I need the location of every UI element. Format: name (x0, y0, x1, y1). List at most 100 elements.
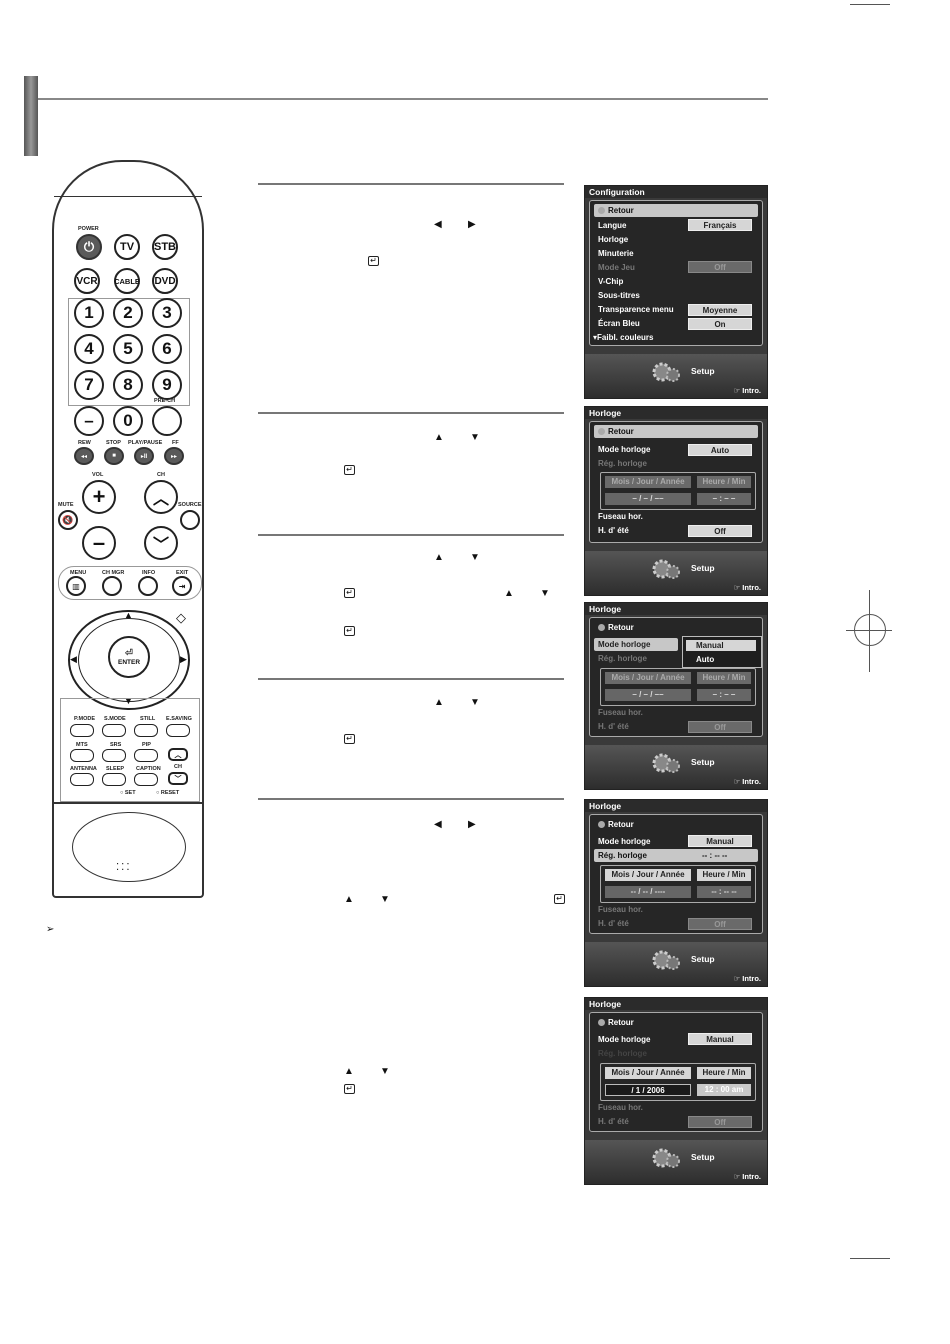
menu-button[interactable]: ▥ (66, 576, 86, 596)
menu-panel: Retour Langue Français Horloge Minuterie… (589, 200, 763, 346)
menu-item-fuseau: Fuseau hor. (598, 1103, 643, 1112)
nav-left-icon[interactable]: ◀ (70, 654, 77, 664)
menu-item-heure-ete: H. d' été (598, 1117, 629, 1126)
mts-button[interactable] (70, 749, 94, 762)
gear-icon (652, 362, 680, 382)
stop-button[interactable]: ■ (104, 447, 124, 465)
rew-button[interactable]: ◂◂ (74, 447, 94, 465)
menu-item-retour[interactable]: Retour (598, 206, 634, 215)
menu-item-fuseau[interactable]: Fuseau hor. (598, 512, 643, 521)
tv-button[interactable]: TV (114, 234, 140, 260)
volume-up-button[interactable]: + (82, 480, 116, 514)
nav-up-icon[interactable]: ▲ (124, 610, 133, 620)
menu-item-fuseau: Fuseau hor. (598, 708, 643, 717)
caption-button[interactable] (134, 773, 158, 786)
pip-button[interactable] (134, 749, 158, 762)
channel-up-button[interactable]: ︿ (144, 480, 178, 514)
menu-item-faibl-couleurs[interactable]: ▾Faibl. couleurs (593, 333, 654, 342)
down-arrow-icon: ▼ (380, 1066, 390, 1077)
power-button[interactable]: ⏻ (76, 234, 102, 260)
source-button[interactable] (180, 510, 200, 530)
nav-down-icon[interactable]: ▼ (124, 696, 133, 706)
digit-4-button[interactable]: 4 (74, 334, 104, 364)
right-arrow-icon: ▶ (468, 819, 476, 830)
srs-button[interactable] (102, 749, 126, 762)
menu-panel: Retour Mode horloge Auto Rég. horloge Mo… (589, 421, 763, 543)
menu-item-retour[interactable]: Retour (598, 623, 634, 632)
enter-button[interactable]: ⏎ ENTER (108, 636, 150, 678)
ch-up-small-button[interactable]: ︿ (168, 748, 188, 761)
time-value[interactable]: 12 : 00 am (697, 1084, 751, 1096)
mute-button[interactable]: 🔇 (58, 510, 78, 530)
crop-mark (846, 630, 892, 631)
dropdown-option-auto[interactable]: Auto (696, 655, 715, 664)
step-rule-2 (258, 412, 564, 414)
menu-item-vchip[interactable]: V-Chip (598, 277, 624, 286)
nav-right-icon[interactable]: ▶ (180, 654, 187, 664)
mode-horloge-value: Auto (688, 444, 752, 456)
gear-icon (652, 950, 680, 970)
digit-2-button[interactable]: 2 (113, 298, 143, 328)
return-icon (598, 1019, 605, 1026)
menu-item-retour[interactable]: Retour (598, 427, 634, 436)
clock-box: Mois / Jour / Année Heure / Min -- / -- … (600, 865, 756, 903)
date-value[interactable]: / 1 / 2006 (605, 1084, 691, 1096)
digit-1-button[interactable]: 1 (74, 298, 104, 328)
ch-down-small-button[interactable]: ﹀ (168, 772, 188, 785)
pmode-button[interactable] (70, 724, 94, 737)
dot-grid-icon: ⁚⁚⁚ (116, 862, 132, 873)
ff-button[interactable]: ▸▸ (164, 447, 184, 465)
digit-8-button[interactable]: 8 (113, 370, 143, 400)
mode-dropdown[interactable]: Manual Auto (682, 636, 762, 668)
screen-footer: Setup ☞ Intro. (585, 551, 767, 595)
smode-button[interactable] (102, 724, 126, 737)
menu-item-ecran-bleu[interactable]: Écran Bleu (598, 319, 640, 328)
highlight-bar (594, 849, 758, 862)
menu-item-mode-horloge[interactable]: Mode horloge (598, 445, 651, 454)
minus-button[interactable]: – (74, 406, 104, 436)
antenna-button[interactable] (70, 773, 94, 786)
menu-item-heure-ete[interactable]: H. d' été (598, 526, 629, 535)
menu-item-mode-horloge[interactable]: Mode horloge (598, 1035, 651, 1044)
menu-item-langue[interactable]: Langue (598, 221, 627, 230)
vcr-button[interactable]: VCR (74, 268, 100, 294)
date-header: Mois / Jour / Année (605, 1067, 691, 1079)
menu-item-transparence[interactable]: Transparence menu (598, 305, 674, 314)
intro-hint: ☞ Intro. (733, 974, 761, 983)
digit-3-button[interactable]: 3 (152, 298, 182, 328)
channel-down-button[interactable]: ﹀ (144, 526, 178, 560)
cable-button[interactable]: CABLE (114, 268, 140, 294)
nav-ring[interactable] (68, 610, 190, 710)
menu-item-horloge[interactable]: Horloge (598, 235, 629, 244)
stb-button[interactable]: STB (152, 234, 178, 260)
menu-item-reg-horloge[interactable]: Rég. horloge (598, 851, 647, 860)
playpause-button[interactable]: ▸II (134, 447, 154, 465)
menu-item-retour[interactable]: Retour (598, 820, 634, 829)
esaving-button[interactable] (166, 724, 190, 737)
sleep-button[interactable] (102, 773, 126, 786)
info-button[interactable] (138, 576, 158, 596)
power-label: POWER (78, 226, 99, 232)
still-button[interactable] (134, 724, 158, 737)
menu-item-retour[interactable]: Retour (598, 1018, 634, 1027)
menu-item-heure-ete: H. d' été (598, 722, 629, 731)
menu-item-mode-horloge[interactable]: Mode horloge (598, 640, 651, 649)
exit-button[interactable]: ⇥ (172, 576, 192, 596)
menu-item-sous-titres[interactable]: Sous-titres (598, 291, 640, 300)
digit-6-button[interactable]: 6 (152, 334, 182, 364)
digit-0-button[interactable]: 0 (113, 406, 143, 436)
volume-down-button[interactable]: – (82, 526, 116, 560)
smode-label: S.MODE (104, 716, 126, 722)
chmgr-button[interactable] (102, 576, 122, 596)
step-rule-1 (258, 183, 564, 185)
digit-9-button[interactable]: 9 (152, 370, 182, 400)
light-icon[interactable]: ◇ (176, 610, 186, 625)
dvd-button[interactable]: DVD (152, 268, 178, 294)
prech-button[interactable] (152, 406, 182, 436)
battery-cover (52, 802, 204, 898)
digit-7-button[interactable]: 7 (74, 370, 104, 400)
menu-item-minuterie[interactable]: Minuterie (598, 249, 634, 258)
dropdown-option-manual[interactable]: Manual (686, 640, 756, 651)
menu-item-mode-horloge[interactable]: Mode horloge (598, 837, 651, 846)
digit-5-button[interactable]: 5 (113, 334, 143, 364)
